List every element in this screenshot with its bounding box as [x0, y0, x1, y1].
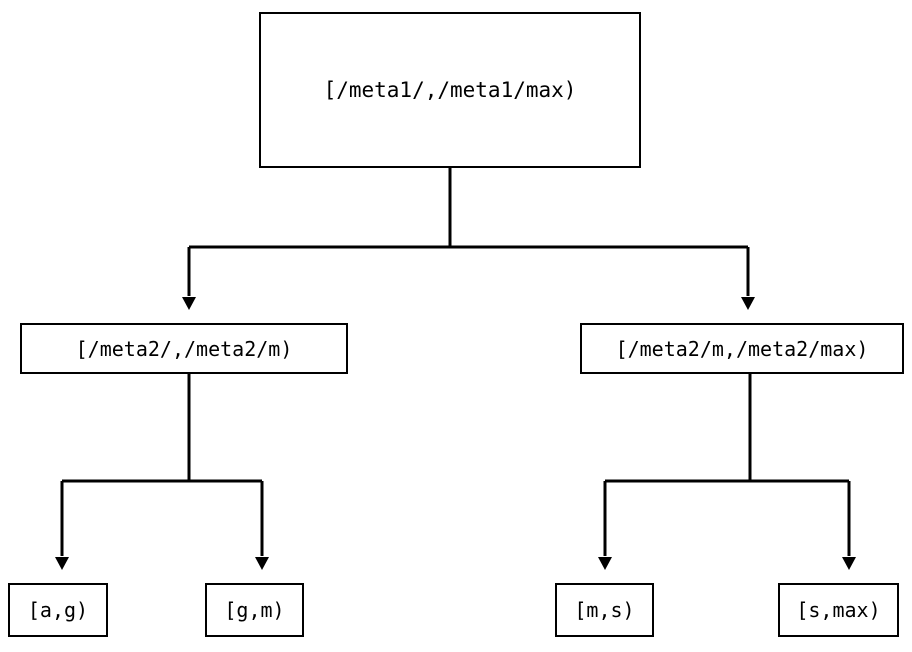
edge-root-to-l2-left: [182, 247, 196, 310]
tree-leaf-g-m[interactable]: [g,m): [205, 583, 304, 637]
tree-leaf-m-s-label: [m,s): [574, 598, 635, 622]
tree-node-meta2-upper[interactable]: [/meta2/m,/meta2/max): [580, 323, 904, 374]
tree-node-meta2-lower-label: [/meta2/,/meta2/m): [75, 336, 293, 361]
tree-node-root[interactable]: [/meta1/,/meta1/max): [259, 12, 641, 168]
tree-leaf-m-s[interactable]: [m,s): [555, 583, 654, 637]
tree-node-root-label: [/meta1/,/meta1/max): [323, 78, 577, 102]
tree-node-meta2-lower[interactable]: [/meta2/,/meta2/m): [20, 323, 348, 374]
tree-leaf-s-max-label: [s,max): [796, 598, 881, 622]
edge-l2-right-to-leaf-3: [842, 481, 856, 570]
edge-root-to-l2-right: [741, 247, 755, 310]
tree-leaf-a-g[interactable]: [a,g): [8, 583, 108, 637]
tree-leaf-a-g-label: [a,g): [27, 598, 89, 622]
edge-l2-left-to-leaf-1: [255, 481, 269, 570]
tree-node-meta2-upper-label: [/meta2/m,/meta2/max): [615, 336, 869, 361]
edge-l2-right-to-leaf-2: [598, 481, 612, 570]
edge-l2-left-to-leaf-0: [55, 481, 69, 570]
tree-leaf-g-m-label: [g,m): [224, 598, 285, 622]
tree-leaf-s-max[interactable]: [s,max): [778, 583, 899, 637]
